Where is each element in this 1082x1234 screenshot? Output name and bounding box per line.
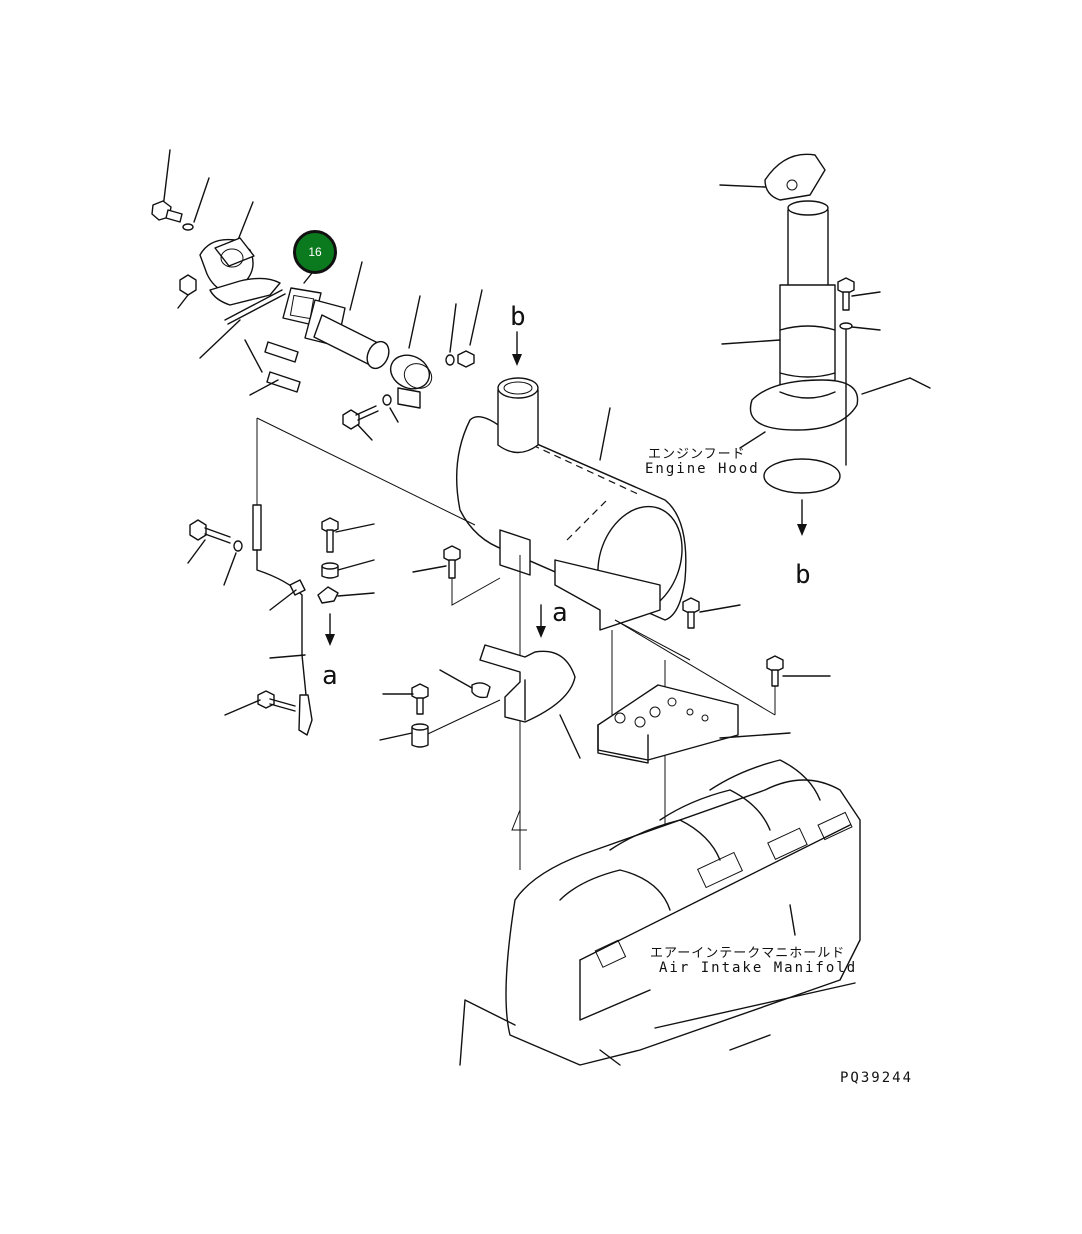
flange-pipe (304, 261, 390, 370)
ref-label-a-middle: a (552, 598, 568, 628)
callout-number: 16 (308, 245, 322, 259)
ref-label-a-left: a (322, 661, 338, 691)
air-intake-label-jp: エアーインテークマニホールド (650, 946, 846, 961)
clamp (342, 289, 483, 441)
drawing-number: PQ39244 (840, 1070, 914, 1086)
muffler (456, 377, 687, 631)
exhaust-stack (719, 153, 931, 494)
stay-group (187, 504, 313, 736)
engine-hood-label-jp: エンジンフード (648, 447, 746, 462)
air-intake-label-en: Air Intake Manifold (659, 960, 858, 976)
muffler-bracket (379, 644, 581, 759)
callout-16[interactable]: 16 (293, 230, 337, 274)
exhaust-elbow-group (151, 149, 301, 396)
ref-label-b-top: b (510, 302, 526, 332)
engine-block (459, 759, 861, 1066)
engine-hood-label-en: Engine Hood (645, 461, 760, 477)
mounting-plate (597, 597, 831, 764)
bolt-set-middle (317, 517, 461, 604)
ref-label-b-right: b (795, 560, 811, 590)
